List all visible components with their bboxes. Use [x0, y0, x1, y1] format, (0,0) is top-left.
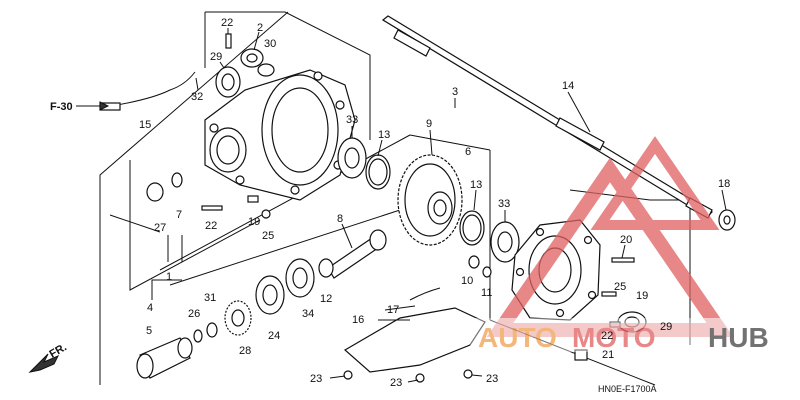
shim-13-left — [365, 154, 391, 190]
callout-7: 7 — [176, 209, 182, 221]
ref-label-f30: F-30 — [50, 101, 73, 113]
callout-25: 25 — [262, 230, 274, 242]
oil-seal-18 — [718, 209, 736, 231]
seal-29-top — [215, 66, 241, 98]
callout-15: 15 — [139, 119, 151, 131]
callout-18: 18 — [718, 178, 730, 190]
oring-26-31 — [193, 322, 218, 343]
callout-20: 20 — [620, 234, 632, 246]
callout-23-c: 23 — [486, 373, 498, 385]
watermark-logo: AUTO MOTO HUB — [470, 136, 800, 353]
callout-24: 24 — [268, 330, 280, 342]
callout-27: 27 — [154, 222, 166, 234]
callout-5: 5 — [146, 325, 152, 337]
callout-16: 16 — [352, 314, 364, 326]
callout-12: 12 — [320, 293, 332, 305]
callout-22-b: 22 — [205, 220, 217, 232]
watermark-text-auto: AUTO — [478, 322, 557, 353]
callout-17: 17 — [387, 304, 399, 316]
front-label: FR. — [48, 341, 69, 360]
callout-19: 19 — [248, 216, 260, 228]
joint-5 — [136, 337, 193, 379]
callout-10: 10 — [461, 275, 473, 287]
seal-28 — [224, 300, 252, 336]
callout-13: 13 — [378, 129, 390, 141]
leader-lines — [109, 28, 727, 383]
callout-33: 33 — [346, 114, 358, 126]
callout-32: 32 — [191, 91, 203, 103]
pinion-gear-part — [327, 229, 387, 279]
callout-19-b: 19 — [636, 290, 648, 302]
callout-9: 9 — [426, 118, 432, 130]
callout-29: 29 — [210, 51, 222, 63]
bearing-24 — [255, 275, 285, 315]
callout-22-c: 22 — [601, 330, 613, 342]
callout-26: 26 — [188, 308, 200, 320]
callout-34: 34 — [302, 308, 314, 320]
callout-14: 14 — [562, 80, 574, 92]
callout-2: 2 — [257, 22, 263, 34]
callout-23-b: 23 — [390, 377, 402, 389]
shim-13-right — [459, 210, 485, 246]
callout-11: 11 — [481, 287, 492, 299]
callout-25-b: 25 — [614, 281, 626, 293]
pin-22-top — [225, 33, 232, 49]
small-parts-left — [146, 172, 492, 278]
watermark-text-hub: HUB — [708, 322, 769, 353]
front-arrow-icon — [28, 353, 60, 373]
callout-4: 4 — [147, 302, 153, 314]
drawing-code: HN0E-F1700A — [598, 384, 657, 394]
callout-6: 6 — [465, 146, 471, 158]
nut-12 — [318, 258, 334, 278]
callout-8: 8 — [337, 213, 343, 225]
callout-1: 1 — [166, 271, 172, 283]
watermark-text-moto: MOTO — [572, 322, 655, 353]
f30-arrow-icon — [76, 101, 110, 111]
callout-29-b: 29 — [660, 321, 672, 333]
callout-23: 23 — [310, 373, 322, 385]
bearing-33-left — [337, 137, 367, 179]
skid-guard-part — [343, 287, 486, 383]
callout-3: 3 — [452, 86, 458, 98]
bearing-2 — [240, 48, 275, 77]
breather-tube-part — [99, 71, 196, 111]
callout-31: 31 — [204, 292, 216, 304]
ring-gear-part — [397, 154, 463, 246]
callout-22: 22 — [221, 17, 233, 29]
gear-case-part — [204, 69, 356, 201]
bearing-34 — [285, 258, 315, 298]
callout-13-b: 13 — [470, 179, 482, 191]
callout-28: 28 — [239, 345, 251, 357]
callout-33-b: 33 — [498, 198, 510, 210]
callout-30: 30 — [264, 38, 276, 50]
callout-21: 21 — [602, 349, 614, 361]
